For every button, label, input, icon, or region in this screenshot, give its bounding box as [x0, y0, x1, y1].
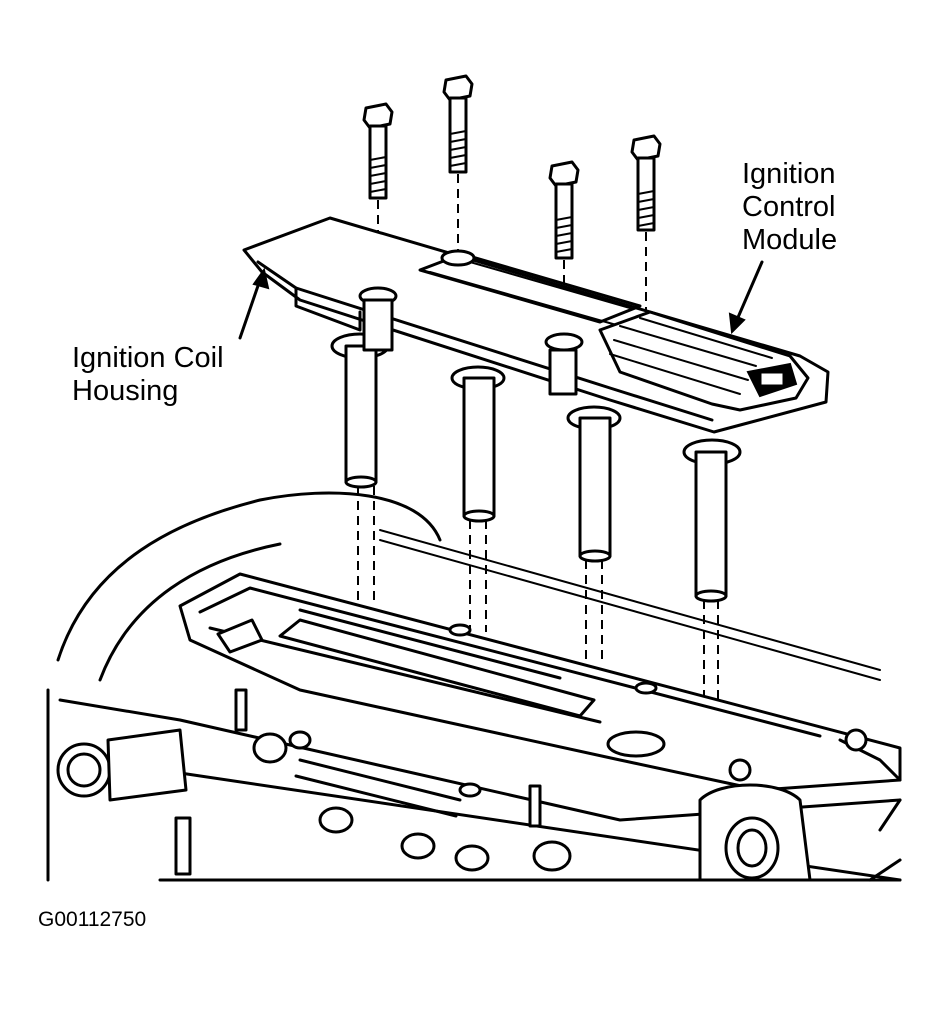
- figure-id: G00112750: [38, 908, 147, 931]
- label-ignition-control-module: Ignition Control Module: [742, 158, 838, 256]
- bolt-3: [548, 160, 580, 338]
- engine-block: [46, 491, 902, 882]
- bolt-2: [442, 74, 474, 252]
- coil-tower-4: [682, 438, 742, 704]
- label-ignition-coil-housing: Ignition Coil Housing: [72, 342, 224, 407]
- ignition-control-module: [598, 310, 810, 412]
- leader-arrow-coil-housing: [238, 267, 270, 340]
- bolt-4: [630, 134, 662, 310]
- coil-tower-1: [330, 298, 394, 606]
- coil-tower-2: [450, 365, 506, 632]
- leader-arrow-control-module: [728, 260, 764, 335]
- coil-tower-3: [548, 348, 622, 664]
